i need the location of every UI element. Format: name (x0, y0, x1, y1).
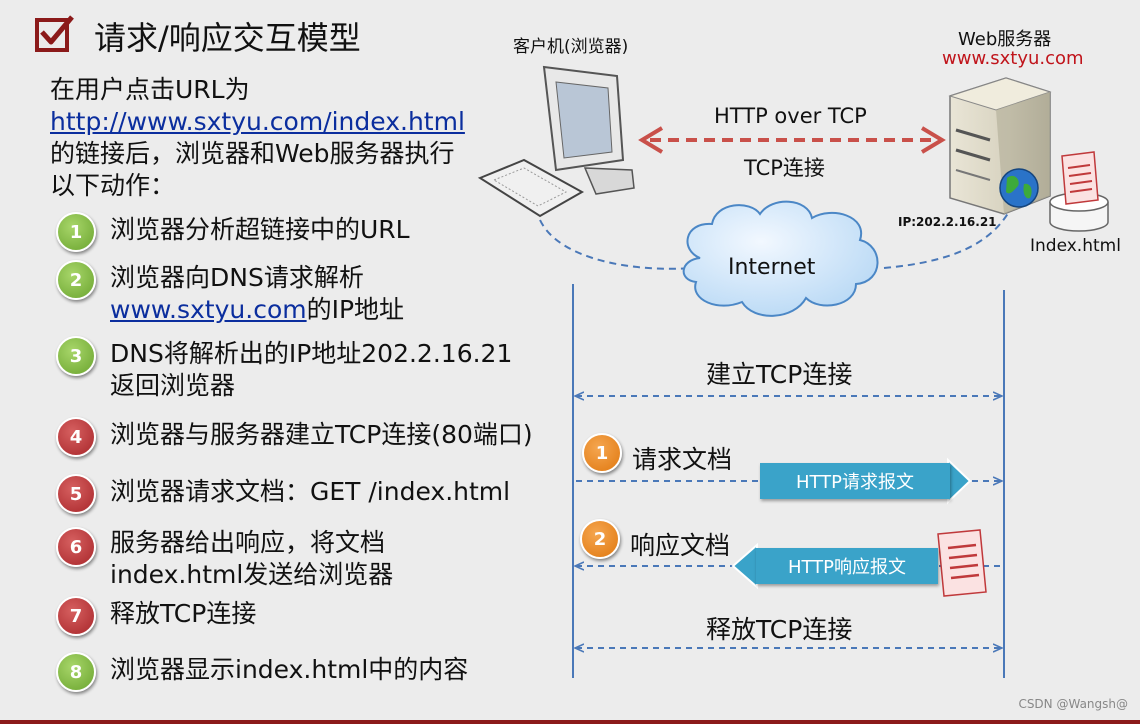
response-badge: 2 (580, 519, 620, 559)
step-text-3-line-2: 返回浏览器 (110, 371, 236, 400)
step-7: 7 释放TCP连接 (56, 596, 256, 636)
internet-cloud-icon (682, 200, 879, 317)
intro-text: 在用户点击URL为 http://www.sxtyu.com/index.htm… (50, 74, 510, 202)
step-badge-5: 5 (56, 474, 96, 514)
watermark: CSDN @Wangsh@ (1018, 697, 1128, 711)
step-text-3: DNS将解析出的IP地址202.2.16.21 返回浏览器 (110, 336, 512, 402)
request-msg-arrowhead (947, 457, 972, 505)
page-title: 请求/响应交互模型 (94, 19, 361, 57)
globe-icon (999, 168, 1039, 208)
step-3: 3 DNS将解析出的IP地址202.2.16.21 返回浏览器 (56, 336, 512, 402)
tcp-connection-label: TCP连接 (744, 156, 825, 180)
server-label: Web服务器 (958, 29, 1052, 50)
release-tcp-label: 释放TCP连接 (706, 615, 853, 644)
step-text-2-line-2: www.sxtyu.com的IP地址 (110, 294, 404, 326)
intro-line-3: 的链接后，浏览器和Web服务器执行 (50, 139, 455, 168)
step-badge-6: 6 (56, 527, 96, 567)
step-text-2-line-1: 浏览器向DNS请求解析 (110, 263, 364, 292)
intro-line-4: 以下动作： (50, 171, 176, 200)
response-doc-label: 响应文档 (630, 531, 731, 560)
client-computer-icon (477, 65, 635, 218)
bottom-accent-bar (0, 720, 1140, 724)
step-text-3-line-1: DNS将解析出的IP地址202.2.16.21 (110, 339, 513, 368)
document-icon (1061, 151, 1099, 205)
step-text-7: 释放TCP连接 (110, 599, 257, 628)
step-6: 6 服务器给出响应，将文档 index.html发送给浏览器 (56, 527, 393, 591)
step-badge-4: 4 (56, 417, 96, 457)
step-badge-1: 1 (56, 212, 96, 252)
request-doc-label: 请求文档 (632, 445, 733, 474)
step-5: 5 浏览器请求文档：GET /index.html (56, 474, 510, 514)
step-text-4: 浏览器与服务器建立TCP连接(80端口) (110, 420, 533, 449)
step-text-5: 浏览器请求文档：GET /index.html (110, 477, 511, 506)
step-badge-2: 2 (56, 260, 96, 300)
http-over-tcp-label: HTTP over TCP (714, 104, 867, 128)
step-8: 8 浏览器显示index.html中的内容 (56, 652, 468, 692)
intro-line-1: 在用户点击URL为 (50, 75, 250, 104)
server-domain: www.sxtyu.com (942, 48, 1084, 69)
step-text-6: 服务器给出响应，将文档 index.html发送给浏览器 (110, 527, 393, 591)
request-badge: 1 (582, 433, 622, 473)
response-document-icon (937, 529, 987, 597)
step-text-6-line-1: 服务器给出响应，将文档 (110, 528, 386, 557)
step-text-2-after: 的IP地址 (306, 295, 405, 324)
dns-domain-link[interactable]: www.sxtyu.com (110, 295, 307, 324)
establish-tcp-label: 建立TCP连接 (706, 360, 853, 389)
server-ip-label: IP:202.2.16.21 (898, 215, 997, 229)
step-badge-8: 8 (56, 652, 96, 692)
client-label: 客户机(浏览器) (513, 37, 629, 57)
step-1: 1 浏览器分析超链接中的URL (56, 212, 410, 252)
response-msg-arrowhead (731, 542, 758, 590)
client-link-curve (539, 219, 693, 270)
http-request-message: HTTP请求报文 (760, 463, 950, 499)
step-text-8: 浏览器显示index.html中的内容 (110, 655, 469, 684)
step-badge-3: 3 (56, 336, 96, 376)
step-text-1: 浏览器分析超链接中的URL (110, 215, 410, 244)
internet-label: Internet (728, 255, 816, 280)
checkbox-icon (35, 15, 74, 52)
step-text-6-line-2: index.html发送给浏览器 (110, 560, 394, 589)
step-badge-7: 7 (56, 596, 96, 636)
http-response-message: HTTP响应报文 (756, 548, 938, 584)
server-file-label: Index.html (1030, 236, 1121, 256)
step-2: 2 浏览器向DNS请求解析 www.sxtyu.com的IP地址 (56, 260, 404, 326)
step-text-2: 浏览器向DNS请求解析 www.sxtyu.com的IP地址 (110, 260, 404, 326)
intro-url-link[interactable]: http://www.sxtyu.com/index.html (50, 107, 465, 136)
step-4: 4 浏览器与服务器建立TCP连接(80端口) (56, 417, 533, 457)
